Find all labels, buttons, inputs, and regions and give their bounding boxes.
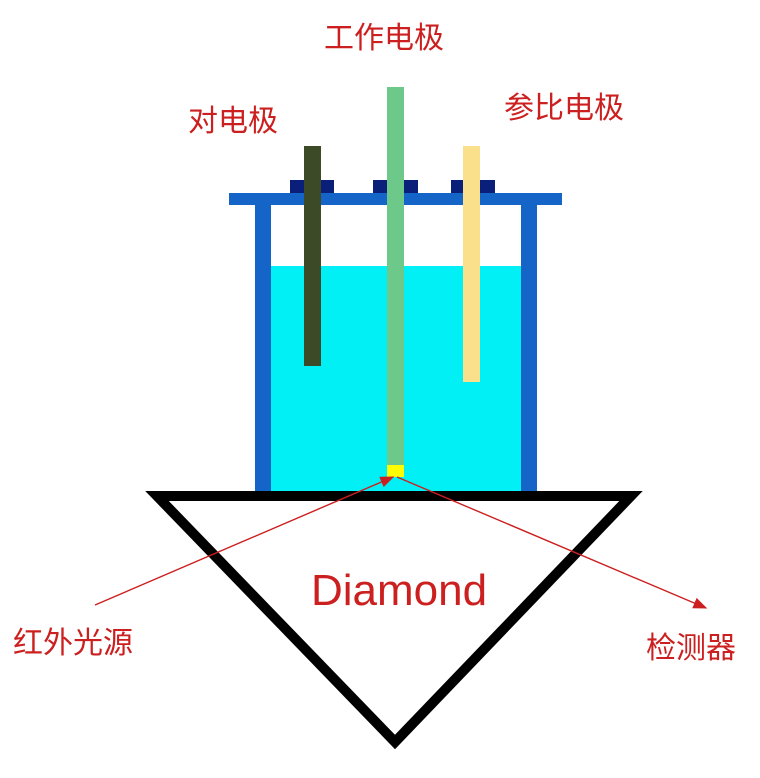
label-counter-electrode: 对电极 xyxy=(188,104,278,139)
counter-electrode xyxy=(304,146,321,366)
diamond-prism xyxy=(145,491,643,750)
label-working-electrode: 工作电极 xyxy=(324,21,444,56)
label-reference-electrode: 参比电极 xyxy=(504,91,624,126)
label-ir-source: 红外光源 xyxy=(13,626,133,661)
cell-wall-right xyxy=(521,200,537,496)
label-detector: 检测器 xyxy=(646,631,736,666)
electrode-contact-spot xyxy=(387,465,404,477)
ir-reflected-beam xyxy=(396,476,708,609)
working-electrode xyxy=(387,87,404,465)
label-diamond: Diamond xyxy=(311,566,487,615)
ir-incident-beam xyxy=(94,476,395,606)
cell-wall-left xyxy=(255,200,271,496)
reference-electrode xyxy=(463,146,480,382)
